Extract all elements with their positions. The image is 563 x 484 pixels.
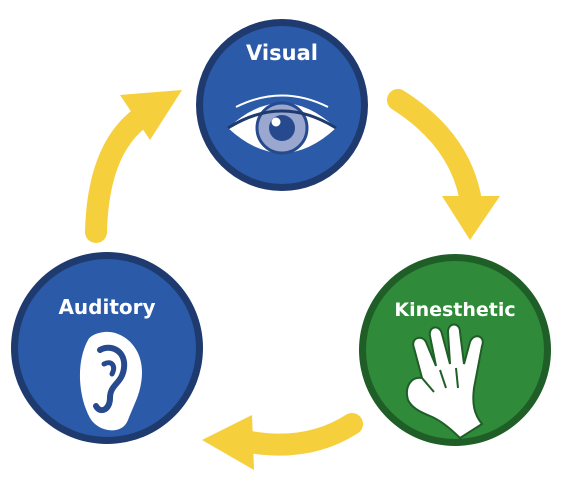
node-visual-label: Visual <box>246 41 318 65</box>
node-auditory-label: Auditory <box>58 295 155 319</box>
arrow-auditory-to-visual <box>85 90 182 243</box>
ear-icon <box>79 331 142 431</box>
eye-icon <box>227 94 337 155</box>
node-visual: Visual <box>196 19 368 191</box>
arrow-visual-to-kinesthetic <box>387 89 500 240</box>
cycle-arrows <box>85 89 500 470</box>
node-auditory: Auditory <box>11 252 203 444</box>
arrow-kinesthetic-to-auditory <box>202 413 363 470</box>
node-kinesthetic-label: Kinesthetic <box>394 299 515 321</box>
hand-icon <box>406 323 484 440</box>
node-kinesthetic: Kinesthetic <box>359 254 551 446</box>
